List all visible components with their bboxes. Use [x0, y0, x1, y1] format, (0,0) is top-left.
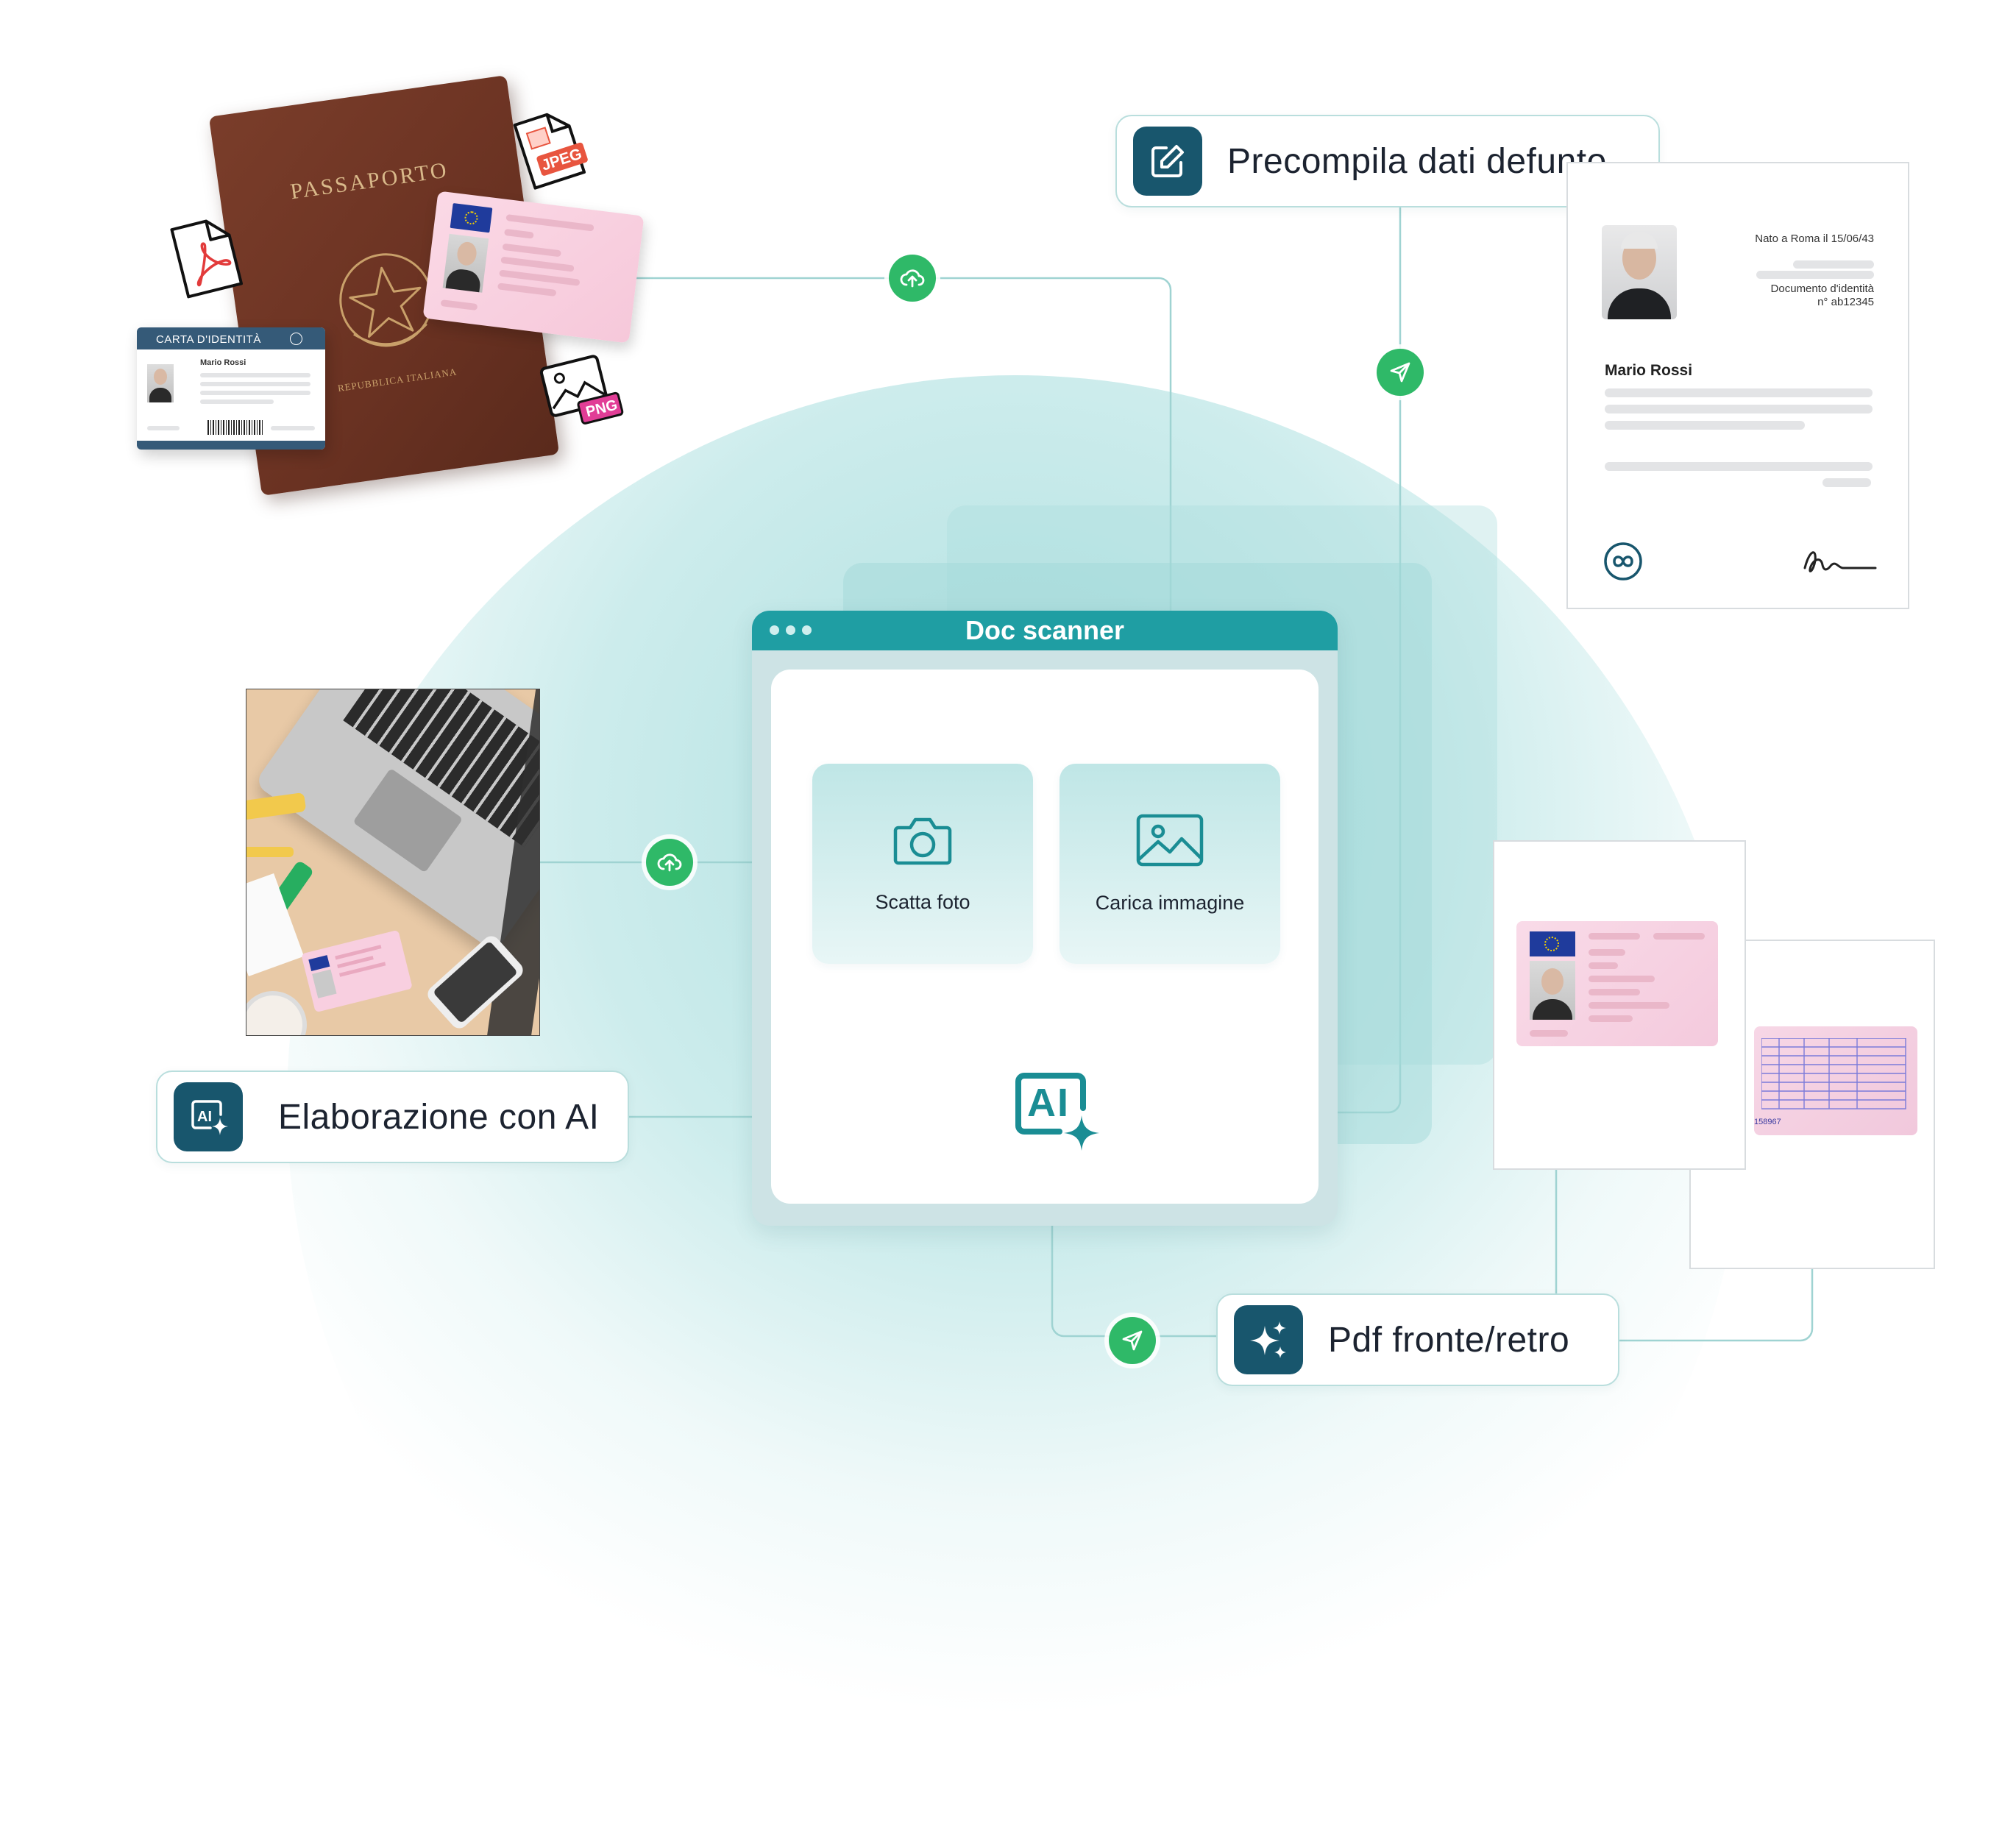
tile-label-scatta: Scatta foto [875, 890, 970, 913]
certificate-doc-number: n° ab12345 [1817, 296, 1874, 308]
jpeg-file-icon: JPEG [506, 102, 597, 196]
eu-flag [450, 203, 493, 233]
sparkles-icon [1250, 1321, 1286, 1358]
desk-photo [246, 689, 540, 1036]
image-icon [1136, 814, 1204, 866]
send-icon [1122, 1330, 1143, 1351]
ai-badge: AI [1014, 1071, 1101, 1152]
eu-flag [1530, 931, 1575, 956]
id-card-name: Mario Rossi [200, 358, 246, 367]
id-portrait [147, 364, 174, 402]
portrait-photo [442, 233, 489, 293]
cloud-upload-icon [657, 853, 682, 872]
pdf-file-icon [162, 210, 249, 305]
send-dot-right [1377, 349, 1424, 396]
doc-scanner-window: Doc scanner Scatta foto Carica immagine [752, 611, 1338, 1226]
ai-badge-text: AI [1027, 1081, 1070, 1125]
license-back-card: 158967 [1754, 1026, 1917, 1135]
cloud-upload-icon [900, 269, 925, 288]
signature [1803, 551, 1877, 572]
ai-small-icon: AI [191, 1100, 228, 1135]
svg-text:AI: AI [197, 1109, 212, 1125]
license-back-grid [1761, 1038, 1906, 1110]
carica-immagine-tile[interactable]: Carica immagine [1060, 764, 1280, 964]
certificate-name: Mario Rossi [1605, 362, 1693, 379]
tile-label-carica: Carica immagine [1095, 891, 1245, 914]
png-file-icon: PNG [533, 348, 625, 438]
photo-license-card [301, 929, 413, 1013]
scanner-titlebar: Doc scanner [752, 611, 1338, 650]
id-card: CARTA D'IDENTITÀ Mario Rossi [137, 327, 325, 450]
portrait-photo [1530, 961, 1575, 1020]
elaborazione-pill[interactable]: AI Elaborazione con AI [156, 1071, 629, 1163]
edit-icon-box [1133, 127, 1202, 196]
sparkles-icon-box [1234, 1305, 1303, 1374]
pdf-page-front [1493, 840, 1746, 1170]
scanner-panel: Scatta foto Carica immagine [771, 670, 1318, 1204]
certificate-doc-label: Documento d'identità [1770, 283, 1874, 295]
certificate-document: Nato a Roma il 15/06/43 Documento d'iden… [1566, 162, 1909, 609]
scanner-title: Doc scanner [965, 615, 1125, 645]
license-back-number: 158967 [1754, 1118, 1781, 1126]
barcode [207, 420, 263, 435]
precompila-label: Precompila dati defunto [1227, 141, 1607, 181]
send-dot-bottom [1109, 1317, 1156, 1364]
scatta-foto-tile[interactable]: Scatta foto [812, 764, 1033, 964]
license-front-card [1516, 921, 1718, 1046]
certificate-portrait [1602, 225, 1677, 319]
upload-dot-left [646, 839, 693, 886]
send-icon [1390, 362, 1410, 383]
pdf-pill[interactable]: Pdf fronte/retro [1216, 1293, 1619, 1386]
window-dots [770, 625, 812, 635]
ai-icon-box: AI [174, 1082, 243, 1151]
elaborazione-label: Elaborazione con AI [278, 1097, 600, 1137]
certificate-born: Nato a Roma il 15/06/43 [1755, 232, 1874, 245]
edit-icon [1151, 145, 1184, 177]
pdf-label: Pdf fronte/retro [1328, 1320, 1570, 1360]
laptop [254, 689, 539, 953]
id-card-title: CARTA D'IDENTITÀ [156, 333, 261, 346]
infinity-logo-icon [1604, 542, 1642, 581]
driving-license-card-top [422, 191, 645, 344]
ai-sparkle-icon [1015, 1073, 1099, 1151]
highlighter-yellow [246, 792, 307, 821]
upload-dot-top [889, 255, 936, 302]
camera-icon [893, 817, 952, 864]
globe-icon [290, 333, 302, 345]
